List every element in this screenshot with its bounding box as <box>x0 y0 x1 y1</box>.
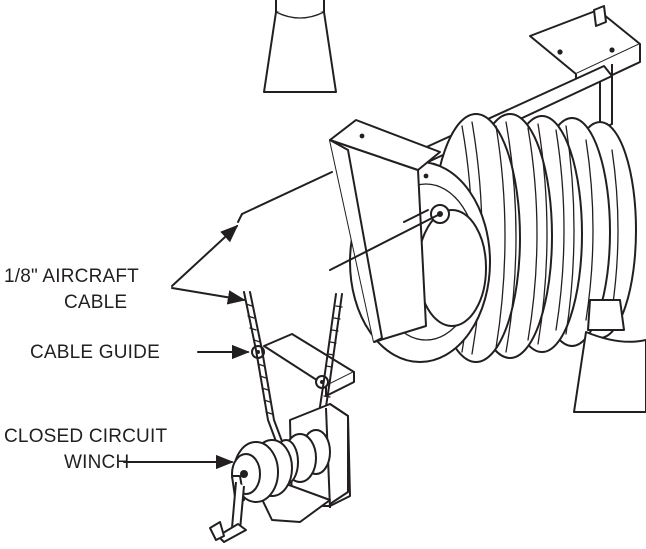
aircraft-cable-label-line1: 1/8" AIRCRAFT <box>4 266 139 287</box>
aircraft-cable-label-line2: CABLE <box>64 292 128 313</box>
reel-drum <box>329 119 491 363</box>
cable-guide-label: CABLE GUIDE <box>30 342 160 363</box>
side-exhaust-nozzle <box>573 331 646 413</box>
winch-label-line1: CLOSED CIRCUIT <box>4 426 168 447</box>
winch <box>209 403 351 543</box>
aircraft-cable-upper <box>237 171 333 223</box>
leader-lines <box>123 224 250 470</box>
winch-label-line2: WINCH <box>64 452 130 473</box>
top-exhaust-nozzle <box>263 0 337 93</box>
